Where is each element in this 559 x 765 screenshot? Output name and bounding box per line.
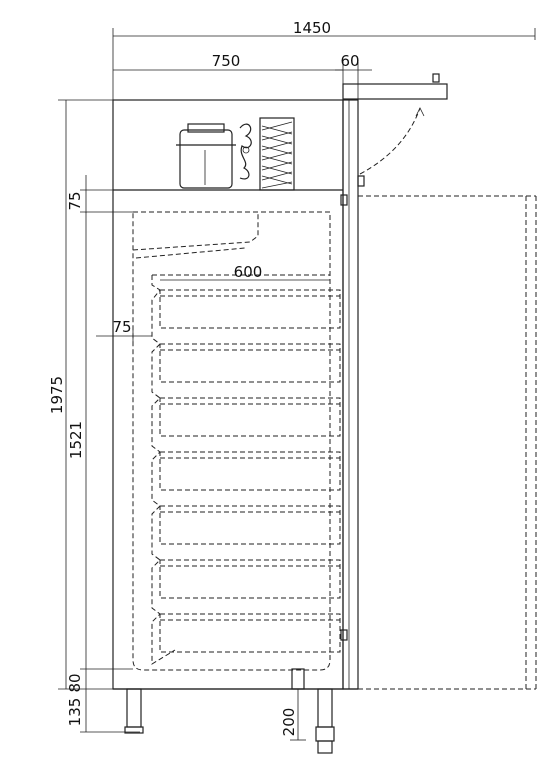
dimension-leg-height: 135 bbox=[66, 689, 140, 733]
dimension-shelf-width: 600 bbox=[160, 263, 330, 281]
label-80: 80 bbox=[66, 673, 84, 692]
inner-compartment bbox=[132, 211, 331, 671]
label-750: 750 bbox=[212, 52, 241, 70]
dimension-side-offset: 75 bbox=[96, 318, 152, 344]
label-75-side: 75 bbox=[112, 318, 131, 336]
shelf-2 bbox=[159, 343, 341, 383]
dimension-top-offset: 75 bbox=[66, 175, 133, 213]
fan-icon bbox=[239, 123, 252, 180]
dimension-total-height: 1975 bbox=[48, 99, 113, 690]
shelf-3 bbox=[159, 397, 341, 437]
shelf-7 bbox=[159, 613, 341, 653]
shelf-4 bbox=[159, 451, 341, 491]
open-door-outline bbox=[358, 195, 537, 690]
dimension-inner-height: 1521 bbox=[67, 212, 133, 670]
shelf-6 bbox=[159, 559, 341, 599]
label-1450: 1450 bbox=[293, 19, 331, 37]
cabinet-body bbox=[112, 99, 359, 690]
dimension-door-thickness: 60 bbox=[335, 52, 372, 84]
label-1521: 1521 bbox=[67, 421, 85, 459]
label-200: 200 bbox=[280, 708, 298, 737]
leg-right bbox=[315, 688, 335, 754]
shelves bbox=[159, 289, 341, 653]
leg-left bbox=[124, 688, 144, 734]
label-135: 135 bbox=[66, 698, 84, 727]
door-swing-detail bbox=[342, 73, 448, 187]
shelf-1 bbox=[159, 289, 341, 329]
compressor-unit bbox=[176, 123, 236, 189]
shelf-5 bbox=[159, 505, 341, 545]
side-rails bbox=[151, 274, 330, 665]
condenser-coil bbox=[259, 117, 295, 191]
label-600: 600 bbox=[234, 263, 263, 281]
dimension-bottom-gap: 80 bbox=[66, 669, 87, 693]
dimension-overall-depth: 1450 bbox=[112, 19, 536, 100]
label-75-top: 75 bbox=[66, 191, 84, 210]
dimension-cabinet-depth: 750 bbox=[113, 52, 344, 100]
label-60: 60 bbox=[340, 52, 359, 70]
label-1975: 1975 bbox=[48, 376, 66, 414]
drain-pipe: 200 bbox=[280, 668, 306, 741]
